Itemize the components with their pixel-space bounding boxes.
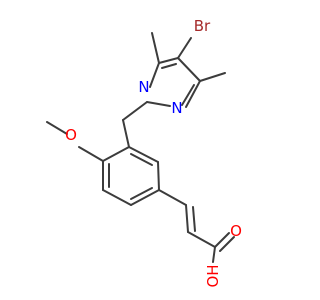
bond bbox=[157, 161, 160, 191]
bond-layer bbox=[46, 32, 235, 263]
methoxy-oxygen-label: O bbox=[65, 126, 77, 144]
bond bbox=[185, 80, 201, 108]
bond bbox=[102, 146, 130, 162]
bond bbox=[102, 189, 132, 206]
bond bbox=[161, 63, 177, 69]
bond bbox=[214, 232, 230, 248]
carbonyl-oxygen-label: O bbox=[230, 222, 242, 240]
bond bbox=[130, 187, 153, 200]
bond bbox=[122, 101, 148, 121]
bond bbox=[181, 84, 195, 106]
molecule-structure: Br N N O O OH bbox=[46, 17, 242, 288]
bond bbox=[130, 189, 160, 206]
bond bbox=[185, 204, 189, 233]
bromine-label: Br bbox=[194, 17, 211, 35]
bond bbox=[130, 153, 153, 166]
nitrogen-2-label: N bbox=[171, 99, 182, 117]
bond bbox=[187, 231, 216, 248]
atom-label-layer: Br N N O O OH bbox=[65, 17, 242, 288]
bond bbox=[212, 246, 216, 263]
bond bbox=[149, 62, 160, 88]
bond bbox=[199, 72, 226, 82]
bond bbox=[158, 189, 187, 206]
bond bbox=[192, 206, 196, 232]
hydroxyl-label: OH bbox=[204, 264, 222, 287]
bond bbox=[46, 121, 68, 135]
bond bbox=[158, 57, 179, 64]
bond bbox=[177, 37, 192, 59]
nitrogen-1-label: N bbox=[138, 78, 149, 96]
bond bbox=[177, 57, 201, 82]
bond bbox=[78, 146, 104, 162]
bond bbox=[151, 32, 160, 64]
bond bbox=[128, 146, 159, 163]
bond bbox=[122, 119, 130, 148]
bond bbox=[146, 101, 171, 107]
bond bbox=[219, 236, 235, 252]
